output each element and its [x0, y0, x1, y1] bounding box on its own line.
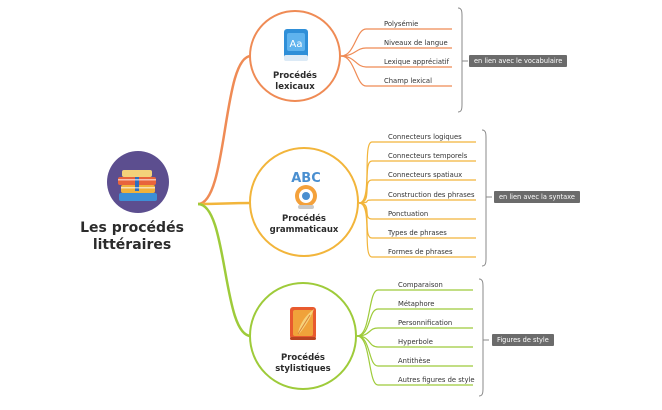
leaf-connector: [356, 308, 473, 337]
leaf-types-de-phrases[interactable]: Types de phrases: [388, 229, 447, 237]
branch-connector-stylistic: [197, 202, 252, 338]
leaf-connector: [340, 55, 452, 87]
leaf-formes-de-phrases[interactable]: Formes de phrases: [388, 248, 453, 256]
svg-text:ABC: ABC: [291, 171, 321, 186]
leaf-connector: [358, 179, 476, 204]
leaf-polysemie[interactable]: Polysémie: [384, 20, 419, 28]
node-title-grammatical-line1: Procédés: [282, 214, 326, 224]
node-title-stylistic: Procédés stylistiques: [259, 353, 347, 375]
leaf-ponctuation[interactable]: Ponctuation: [388, 210, 429, 218]
node-title-lexical-line2: lexicaux: [275, 82, 315, 92]
summary-tag-syntax[interactable]: en lien avec la syntaxe: [494, 191, 580, 203]
leaf-niveaux-de-langue[interactable]: Niveaux de langue: [384, 39, 448, 47]
leaf-lexique-appreciatif[interactable]: Lexique appréciatif: [384, 58, 449, 66]
summary-tag-vocabulary[interactable]: en lien avec le vocabulaire: [469, 55, 568, 67]
books-icon: [106, 150, 170, 214]
summary-bracket: [478, 278, 484, 397]
summary-tag-figures[interactable]: Figures de style: [492, 334, 554, 346]
leaf-connector: [340, 47, 452, 57]
leaf-antithese[interactable]: Antithèse: [398, 357, 431, 365]
leaf-connecteurs-spatiaux[interactable]: Connecteurs spatiaux: [388, 171, 463, 179]
leaf-autres-figures-de-style[interactable]: Autres figures de style: [398, 376, 475, 384]
svg-text:Aa: Aa: [290, 39, 303, 50]
leaf-metaphore[interactable]: Métaphore: [398, 300, 435, 308]
dictionary-icon: Aa: [280, 27, 312, 63]
node-title-grammatical: Procédés grammaticaux: [259, 214, 349, 236]
root-title-line1: Les procédés: [80, 220, 184, 236]
leaf-connector: [340, 28, 452, 57]
leaf-connector: [358, 199, 476, 204]
leaf-connecteurs-logiques[interactable]: Connecteurs logiques: [388, 133, 462, 141]
node-title-grammatical-line2: grammaticaux: [269, 225, 339, 235]
leaf-construction-des-phrases[interactable]: Construction des phrases: [388, 191, 475, 199]
leaf-personnification[interactable]: Personnification: [398, 319, 453, 327]
node-title-stylistic-line1: Procédés: [281, 353, 325, 363]
leaf-champ-lexical[interactable]: Champ lexical: [384, 77, 432, 85]
node-title-lexical: Procédés lexicaux: [260, 71, 330, 93]
root-title-line2: littéraires: [92, 237, 172, 253]
branch-connector-lexical: [197, 54, 252, 206]
quill-book-icon: [286, 303, 322, 343]
summary-bracket: [457, 7, 463, 113]
abc-letters-icon: ABC: [285, 168, 327, 210]
leaf-comparaison[interactable]: Comparaison: [398, 281, 443, 289]
leaf-hyperbole[interactable]: Hyperbole: [398, 338, 433, 346]
node-title-lexical-line1: Procédés: [273, 71, 317, 81]
leaf-connector: [356, 327, 473, 337]
leaf-connecteurs-temporels[interactable]: Connecteurs temporels: [388, 152, 468, 160]
leaf-connector: [356, 335, 473, 386]
node-title-stylistic-line2: stylistiques: [275, 364, 331, 374]
branch-connector-grammatical: [197, 201, 252, 206]
root-title: Les procédés littéraires: [80, 220, 184, 254]
summary-bracket: [481, 129, 487, 267]
leaf-connector: [358, 202, 476, 258]
